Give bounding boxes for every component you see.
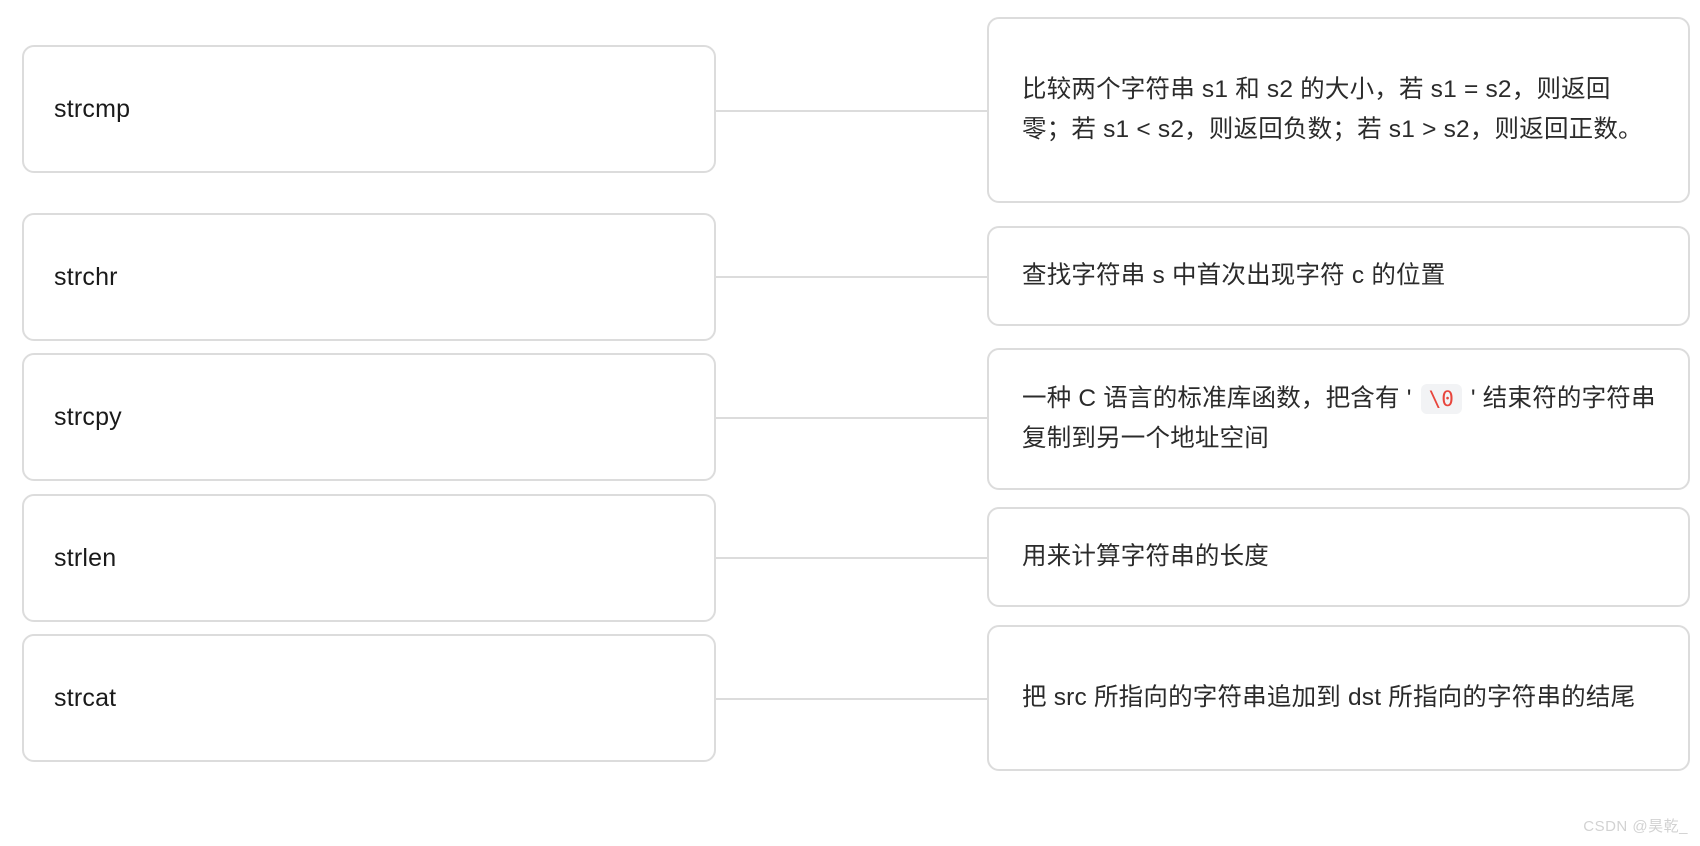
topic-node-strcat[interactable]: strcat — [22, 634, 716, 762]
connector-line-strchr — [716, 276, 987, 278]
description-node-strcpy[interactable]: 一种 C 语言的标准库函数，把含有 ' \0 ' 结束符的字符串复制到另一个地址… — [987, 348, 1690, 490]
description-text: 查找字符串 s 中首次出现字符 c 的位置 — [1022, 256, 1445, 296]
topic-node-strcpy[interactable]: strcpy — [22, 353, 716, 481]
description-node-strcat[interactable]: 把 src 所指向的字符串追加到 dst 所指向的字符串的结尾 — [987, 625, 1690, 771]
description-text: 用来计算字符串的长度 — [1022, 537, 1269, 577]
inline-code-null-terminator: \0 — [1420, 384, 1462, 415]
topic-label: strcpy — [54, 402, 122, 431]
connector-line-strcpy — [716, 417, 987, 419]
topic-label: strlen — [54, 543, 117, 572]
description-segment: 用来计算字符串的长度 — [1022, 543, 1269, 571]
description-segment: 比较两个字符串 s1 和 s2 的大小，若 s1 = s2，则返回零；若 s1 … — [1022, 76, 1643, 143]
topic-node-strlen[interactable]: strlen — [22, 494, 716, 622]
connector-line-strcat — [716, 698, 987, 700]
description-text: 比较两个字符串 s1 和 s2 的大小，若 s1 = s2，则返回零；若 s1 … — [1022, 70, 1658, 149]
description-segment: 查找字符串 s 中首次出现字符 c 的位置 — [1022, 262, 1446, 290]
watermark-label: CSDN @昊乾_ — [1583, 818, 1688, 835]
description-segment: 把 src 所指向的字符串追加到 dst 所指向的字符串的结尾 — [1022, 684, 1636, 712]
topic-label: strcmp — [54, 94, 131, 123]
description-node-strchr[interactable]: 查找字符串 s 中首次出现字符 c 的位置 — [987, 226, 1690, 326]
description-text: 把 src 所指向的字符串追加到 dst 所指向的字符串的结尾 — [1022, 678, 1635, 718]
topic-label: strchr — [54, 262, 118, 291]
topic-node-strchr[interactable]: strchr — [22, 213, 716, 341]
description-text: 一种 C 语言的标准库函数，把含有 ' \0 ' 结束符的字符串复制到另一个地址… — [1022, 379, 1658, 458]
description-segment: 一种 C 语言的标准库函数，把含有 ' — [1022, 385, 1419, 413]
connector-line-strlen — [716, 557, 987, 559]
description-node-strlen[interactable]: 用来计算字符串的长度 — [987, 507, 1690, 607]
topic-node-strcmp[interactable]: strcmp — [22, 45, 716, 173]
connector-line-strcmp — [716, 110, 987, 112]
description-node-strcmp[interactable]: 比较两个字符串 s1 和 s2 的大小，若 s1 = s2，则返回零；若 s1 … — [987, 17, 1690, 203]
topic-label: strcat — [54, 683, 117, 712]
description-segment: ' 结束符的字符串复制到另一个地址空间 — [1022, 385, 1656, 452]
